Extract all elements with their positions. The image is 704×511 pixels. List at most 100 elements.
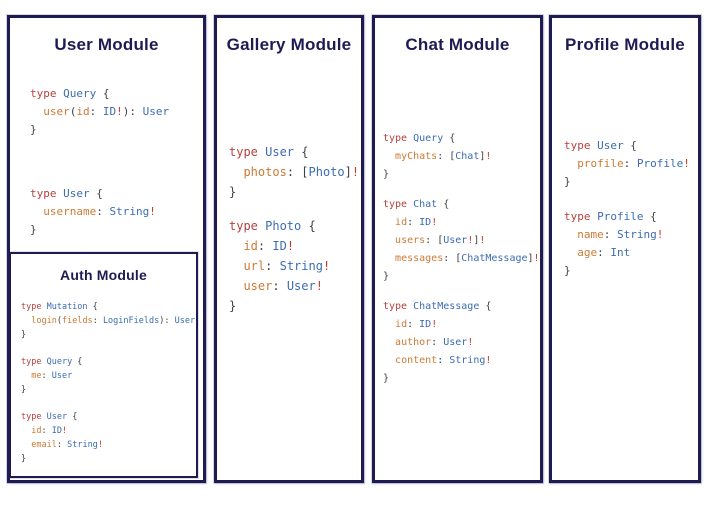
token-punctuation <box>564 157 577 170</box>
code-block: type Chat { id: ID! users: [User!]! mess… <box>383 196 540 286</box>
token-type-name: ID <box>272 239 287 253</box>
code-line: age: Int <box>564 244 698 262</box>
code-line: type Photo { <box>229 216 361 236</box>
token-non-null-bang: ! <box>97 440 103 450</box>
code-line: content: String! <box>383 352 540 370</box>
token-punctuation <box>21 426 31 436</box>
token-punctuation <box>383 217 395 228</box>
token-punctuation <box>383 355 395 366</box>
token-punctuation: } <box>564 264 571 277</box>
token-field-name: id <box>76 105 90 118</box>
token-punctuation <box>383 337 395 348</box>
token-punctuation <box>229 165 243 179</box>
token-type-name: LoginFields <box>102 316 160 326</box>
user-module-code: type Query { user(id: ID!): User}type Us… <box>10 85 203 239</box>
code-line: } <box>21 452 196 466</box>
token-field-name: url <box>243 259 266 273</box>
code-block: type Profile { name: String! age: Int} <box>564 208 698 280</box>
token-punctuation: : [ <box>286 165 309 179</box>
token-non-null-bang: ! <box>479 235 486 246</box>
token-punctuation <box>383 319 395 330</box>
token-type-name: User <box>174 316 196 326</box>
token-punctuation <box>21 316 31 326</box>
token-type-name: ID <box>419 319 432 330</box>
token-punctuation <box>564 228 577 241</box>
token-type-name: String <box>279 259 323 273</box>
token-field-name: id <box>243 239 258 253</box>
token-punctuation: : [ <box>443 253 462 264</box>
token-punctuation: : [ <box>425 235 444 246</box>
code-line: } <box>30 221 203 239</box>
token-type-name: User <box>286 279 316 293</box>
token-punctuation: ): <box>122 105 143 118</box>
code-line: username: String! <box>30 203 203 221</box>
token-punctuation: : [ <box>437 151 456 162</box>
token-keyword: type <box>21 302 47 312</box>
token-type-name: User <box>443 337 468 348</box>
code-line: } <box>229 182 361 202</box>
code-line: id: ID! <box>229 236 361 256</box>
token-punctuation: : <box>92 316 103 326</box>
token-punctuation: } <box>229 185 237 199</box>
code-line: user: User! <box>229 276 361 296</box>
panel-gallery-module: Gallery Module type User { photos: [Phot… <box>214 15 364 483</box>
code-line: } <box>30 121 203 139</box>
token-keyword: type <box>229 145 266 159</box>
token-type-name: String <box>67 440 98 450</box>
code-line: } <box>21 328 196 342</box>
token-field-name: id <box>395 217 408 228</box>
token-punctuation: { <box>479 301 492 312</box>
token-field-name: login <box>31 316 57 326</box>
token-non-null-bang: ! <box>116 105 123 118</box>
token-punctuation: } <box>30 223 37 236</box>
token-punctuation: { <box>96 87 110 100</box>
token-punctuation <box>30 205 43 218</box>
token-punctuation: { <box>87 302 98 312</box>
code-line: id: ID! <box>383 214 540 232</box>
token-type-name: ID <box>102 105 117 118</box>
panel-auth-module: Auth Module type Mutation { login(fields… <box>9 252 198 478</box>
profile-module-code: type User { profile: Profile!} type Profi… <box>552 137 698 280</box>
code-line: type Query { <box>383 130 540 148</box>
code-line: type Query { <box>21 355 196 369</box>
token-type-name: String <box>109 205 150 218</box>
code-line: } <box>383 370 540 388</box>
token-type-name: User <box>51 371 73 381</box>
token-non-null-bang: ! <box>485 355 492 366</box>
token-type-name: ID <box>51 426 62 436</box>
token-punctuation: { <box>643 210 657 223</box>
token-punctuation: : <box>96 205 110 218</box>
token-field-name: me <box>31 371 42 381</box>
code-line: myChats: [Chat]! <box>383 148 540 166</box>
code-line: } <box>564 173 698 191</box>
token-type-name: User <box>46 412 68 422</box>
code-line: } <box>383 268 540 286</box>
token-punctuation <box>383 151 395 162</box>
token-non-null-bang: ! <box>322 259 331 273</box>
code-line: type Mutation { <box>21 300 196 314</box>
token-field-name: profile <box>577 157 624 170</box>
token-type-name: Chat <box>413 199 438 210</box>
code-line: name: String! <box>564 226 698 244</box>
code-line: messages: [ChatMessage]! <box>383 250 540 268</box>
code-line: user(id: ID!): User <box>30 103 203 121</box>
token-type-name: Profile <box>636 157 684 170</box>
token-type-name: ChatMessage <box>413 301 480 312</box>
token-type-name: User <box>597 139 624 152</box>
token-field-name: author <box>395 337 432 348</box>
chat-module-title: Chat Module <box>405 35 510 54</box>
token-type-name: ID <box>419 217 432 228</box>
token-keyword: type <box>383 199 414 210</box>
token-field-name: myChats <box>395 151 438 162</box>
token-type-name: User <box>265 145 295 159</box>
token-punctuation: } <box>383 169 390 180</box>
token-punctuation: : <box>597 246 611 259</box>
token-punctuation: { <box>89 187 103 200</box>
token-punctuation: } <box>21 454 27 464</box>
token-non-null-bang: ! <box>683 157 690 170</box>
code-block: type User { username: String!} <box>30 185 203 239</box>
token-punctuation: ): <box>159 316 175 326</box>
token-punctuation: ] <box>473 235 480 246</box>
chat-module-code: type Query { myChats: [Chat]!}type Chat … <box>375 130 540 388</box>
code-block: type User { profile: Profile!} <box>564 137 698 191</box>
